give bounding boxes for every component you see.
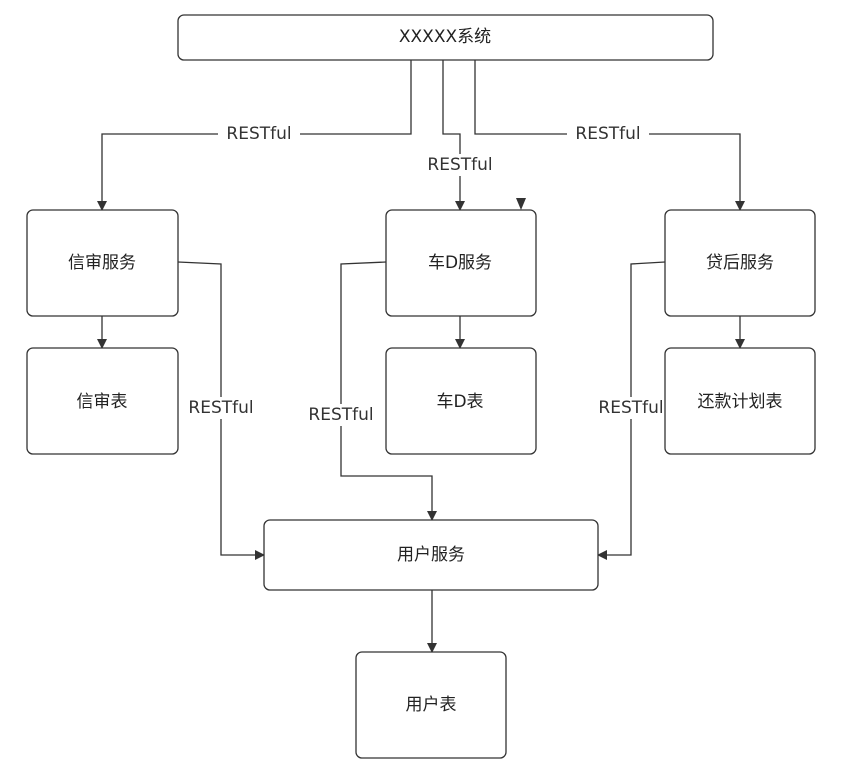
svg-text:XXXXX系统: XXXXX系统 (399, 27, 491, 47)
node-car-table: 车D表 (385, 347, 537, 455)
svg-text:用户服务: 用户服务 (397, 545, 465, 565)
svg-text:RESTful: RESTful (226, 124, 291, 144)
node-credit-table: 信审表 (26, 347, 179, 455)
svg-text:RESTful: RESTful (427, 155, 492, 175)
node-system: XXXXX系统 (177, 14, 714, 61)
edge-label-system-to-car: RESTful (419, 154, 501, 176)
node-car-service: 车D服务 (385, 209, 537, 317)
edge-label-credit-to-user: RESTful (181, 397, 261, 419)
svg-text:车D表: 车D表 (436, 392, 483, 412)
svg-text:RESTful: RESTful (598, 398, 663, 418)
svg-text:信审表: 信审表 (77, 392, 128, 412)
svg-text:车D服务: 车D服务 (428, 253, 492, 273)
edge-system-to-car-service (442, 60, 465, 211)
stray-arrowhead (516, 198, 526, 210)
edge-label-system-to-credit: RESTful (218, 123, 300, 145)
svg-text:RESTful: RESTful (308, 405, 373, 425)
node-postloan-service: 贷后服务 (664, 209, 816, 317)
edge-car-service-to-user-service (340, 261, 437, 521)
svg-text:还款计划表: 还款计划表 (698, 392, 783, 412)
node-repay-table: 还款计划表 (664, 347, 816, 455)
node-user-service: 用户服务 (263, 519, 599, 591)
svg-text:贷后服务: 贷后服务 (706, 253, 774, 273)
svg-text:RESTful: RESTful (188, 398, 253, 418)
svg-text:RESTful: RESTful (575, 124, 640, 144)
svg-text:信审服务: 信审服务 (68, 253, 136, 273)
edge-label-system-to-postloan: RESTful (567, 123, 649, 145)
node-user-table: 用户表 (355, 651, 507, 759)
svg-text:用户表: 用户表 (406, 695, 457, 715)
node-credit-service: 信审服务 (26, 209, 179, 317)
edge-label-car-to-user: RESTful (301, 404, 381, 426)
edge-label-postloan-to-user: RESTful (591, 397, 671, 419)
